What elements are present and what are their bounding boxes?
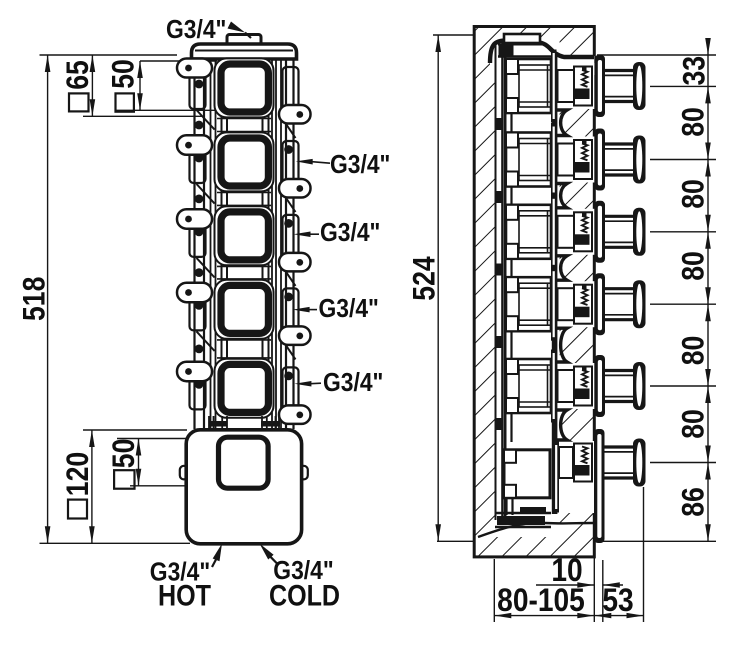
svg-text:80: 80	[677, 336, 712, 366]
svg-text:524: 524	[407, 256, 442, 301]
svg-text:G3/4": G3/4"	[319, 295, 379, 324]
svg-text:50: 50	[107, 439, 142, 469]
svg-text:80: 80	[677, 179, 712, 209]
svg-text:G3/4": G3/4"	[323, 369, 383, 398]
svg-text:HOT: HOT	[158, 578, 211, 612]
svg-text:80: 80	[677, 251, 712, 281]
svg-text:50: 50	[106, 59, 141, 89]
svg-text:80: 80	[677, 409, 712, 439]
svg-text:80: 80	[677, 107, 712, 137]
svg-text:65: 65	[61, 60, 96, 90]
svg-text:G3/4": G3/4"	[273, 557, 333, 586]
svg-text:G3/4": G3/4"	[150, 558, 210, 587]
svg-text:G3/4": G3/4"	[330, 151, 390, 180]
svg-text:86: 86	[677, 487, 712, 517]
svg-text:120: 120	[61, 452, 96, 496]
svg-text:80-105: 80-105	[497, 583, 585, 618]
svg-text:G3/4": G3/4"	[166, 16, 226, 45]
svg-text:COLD: COLD	[269, 578, 340, 612]
svg-text:10: 10	[551, 553, 582, 588]
svg-text:G3/4": G3/4"	[320, 219, 380, 248]
svg-text:518: 518	[17, 277, 52, 321]
svg-text:53: 53	[602, 583, 633, 618]
svg-text:33: 33	[678, 56, 713, 86]
